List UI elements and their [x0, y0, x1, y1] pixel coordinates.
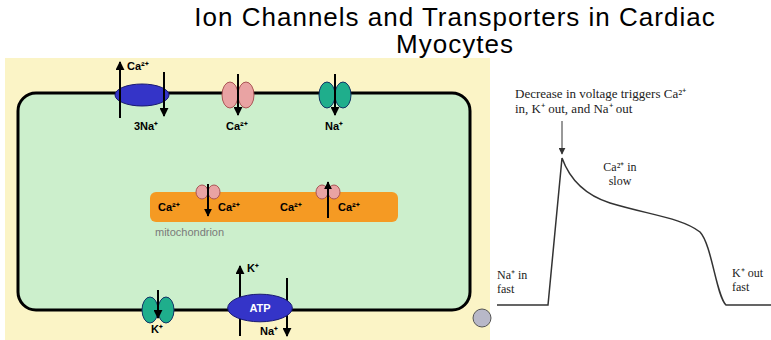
channel-symbol	[208, 185, 220, 199]
flux-arrow	[207, 184, 209, 216]
channel-symbol	[222, 82, 238, 108]
ion-label: Ca²⁺	[218, 201, 240, 214]
title: Ion Channels and Transporters in Cardiac…	[150, 4, 760, 58]
ion-label: Ca²⁺	[280, 201, 302, 214]
channel-symbol	[328, 185, 340, 199]
ion-label: Ca²⁺	[127, 60, 149, 73]
flux-arrow	[119, 62, 121, 118]
channel-symbol	[196, 185, 208, 199]
phase-label: Na⁺ in fast	[497, 268, 533, 296]
flux-arrow	[334, 74, 336, 115]
ion-label: 3Na⁺	[134, 120, 158, 133]
ion-label: Ca²⁺	[338, 201, 360, 214]
pump-symbol	[228, 294, 293, 322]
pump-label: ATP	[249, 302, 270, 314]
phase-label: Ca²⁺ in slow	[596, 160, 644, 188]
channel-symbol	[238, 82, 254, 108]
phase-label: K⁺ out fast	[732, 266, 768, 294]
action-potential-curve	[497, 158, 771, 305]
channel-symbol	[319, 82, 335, 108]
ion-label: Na⁺	[260, 325, 278, 338]
ion-label: K⁺	[247, 262, 259, 275]
flux-arrow	[157, 290, 159, 318]
channel-symbol	[316, 185, 328, 199]
annotation: Decrease in voltage triggers Ca²⁺ in, K⁺…	[515, 86, 693, 116]
membrane-protein	[473, 309, 491, 327]
channel-symbol	[142, 297, 158, 323]
organelle-label: mitochondrion	[155, 226, 224, 239]
flux-arrow	[327, 182, 329, 218]
ion-label: Ca²⁺	[158, 201, 180, 214]
flux-arrow	[237, 74, 239, 115]
ion-label: K⁺	[151, 323, 163, 336]
mitochondrion-channels	[150, 192, 398, 222]
exchanger-symbol	[115, 84, 169, 106]
ion-label: Na⁺	[325, 120, 343, 133]
pump-ellipse: ATP	[227, 293, 293, 323]
background-panel	[5, 58, 490, 340]
pointer-arrow	[562, 121, 563, 154]
ion-label: Ca²⁺	[226, 120, 248, 133]
cell-membrane	[18, 93, 470, 310]
mitochondrion-box: Ca²⁺Ca²⁺Ca²⁺Ca²⁺mitochondrion	[150, 192, 398, 222]
channel-symbol	[335, 82, 351, 108]
channel-symbol	[158, 297, 174, 323]
flux-arrow	[163, 72, 165, 116]
